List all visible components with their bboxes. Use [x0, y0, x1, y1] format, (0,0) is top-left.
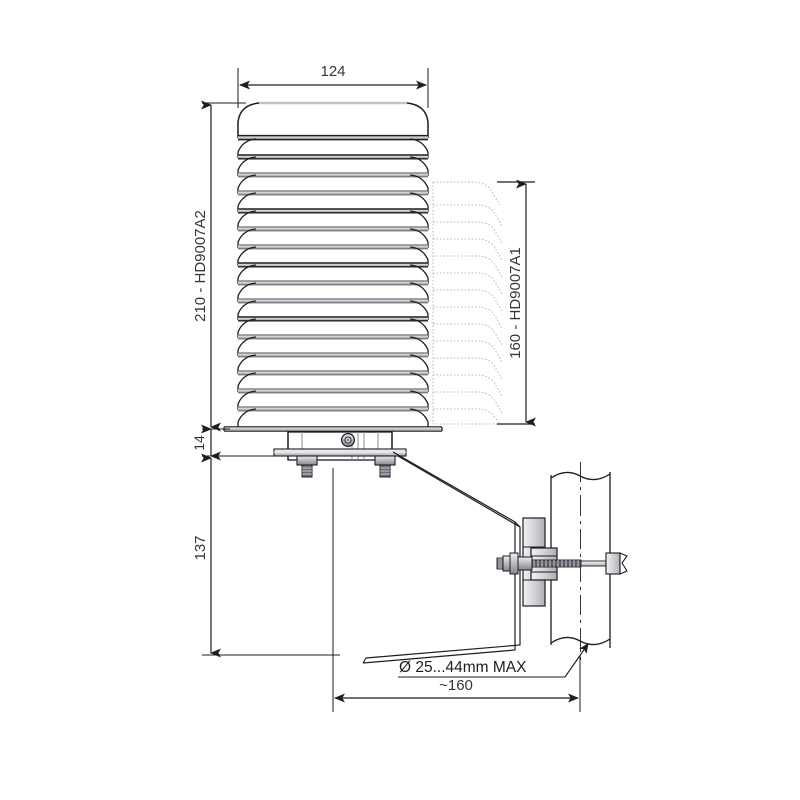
louver-plate [237, 156, 429, 178]
dimension-height-a2: 210 - HD9007A2 [192, 100, 246, 432]
wall-pole-mounting-bracket [362, 451, 521, 664]
louver-plate-group [223, 138, 443, 432]
louver-plate [237, 174, 429, 196]
louver-plate-bottom [223, 408, 443, 432]
note-pole-diameter: Ø 25...44mm MAX [398, 643, 589, 678]
louvered-plate-stack [223, 101, 443, 432]
louver-plate [237, 264, 429, 286]
louver-plate [237, 336, 429, 358]
shield-top-cap [237, 101, 429, 141]
hd9007a1-dotted-outline [432, 181, 503, 426]
dimension-label-160-hd9007a1: 160 - HD9007A1 [507, 247, 524, 359]
dimension-label-14: 14 [191, 435, 207, 451]
dimension-label-137: 137 [192, 535, 209, 560]
dimension-height-a1: 160 - HD9007A1 [497, 179, 536, 427]
dimension-label-160-depth: ~160 [439, 677, 473, 694]
base-bolt-left [296, 455, 318, 478]
louver-plate [237, 228, 429, 250]
louver-plate [237, 354, 429, 376]
base-bolt-right [374, 455, 396, 478]
dimension-top-width: 124 [237, 63, 429, 108]
louver-plate [237, 372, 429, 394]
louver-plate [237, 246, 429, 268]
louver-plate [237, 192, 429, 214]
center-screw-icon [341, 433, 356, 448]
louver-plate [237, 318, 429, 340]
dimension-overall-depth: ~160 [332, 468, 581, 712]
dimension-label-124: 124 [320, 63, 345, 80]
louver-plate [237, 138, 429, 160]
dimension-label-210-hd9007a2: 210 - HD9007A2 [192, 210, 209, 322]
note-label-pole-diameter: Ø 25...44mm MAX [399, 659, 527, 676]
louver-plate [237, 390, 429, 412]
louver-plate [237, 210, 429, 232]
u-bolt-clamp [496, 517, 628, 607]
dimension-bracket-drop: 137 [192, 453, 340, 658]
sensor-housing-base [273, 431, 407, 478]
louver-plate [237, 282, 429, 304]
louver-plate [237, 300, 429, 322]
